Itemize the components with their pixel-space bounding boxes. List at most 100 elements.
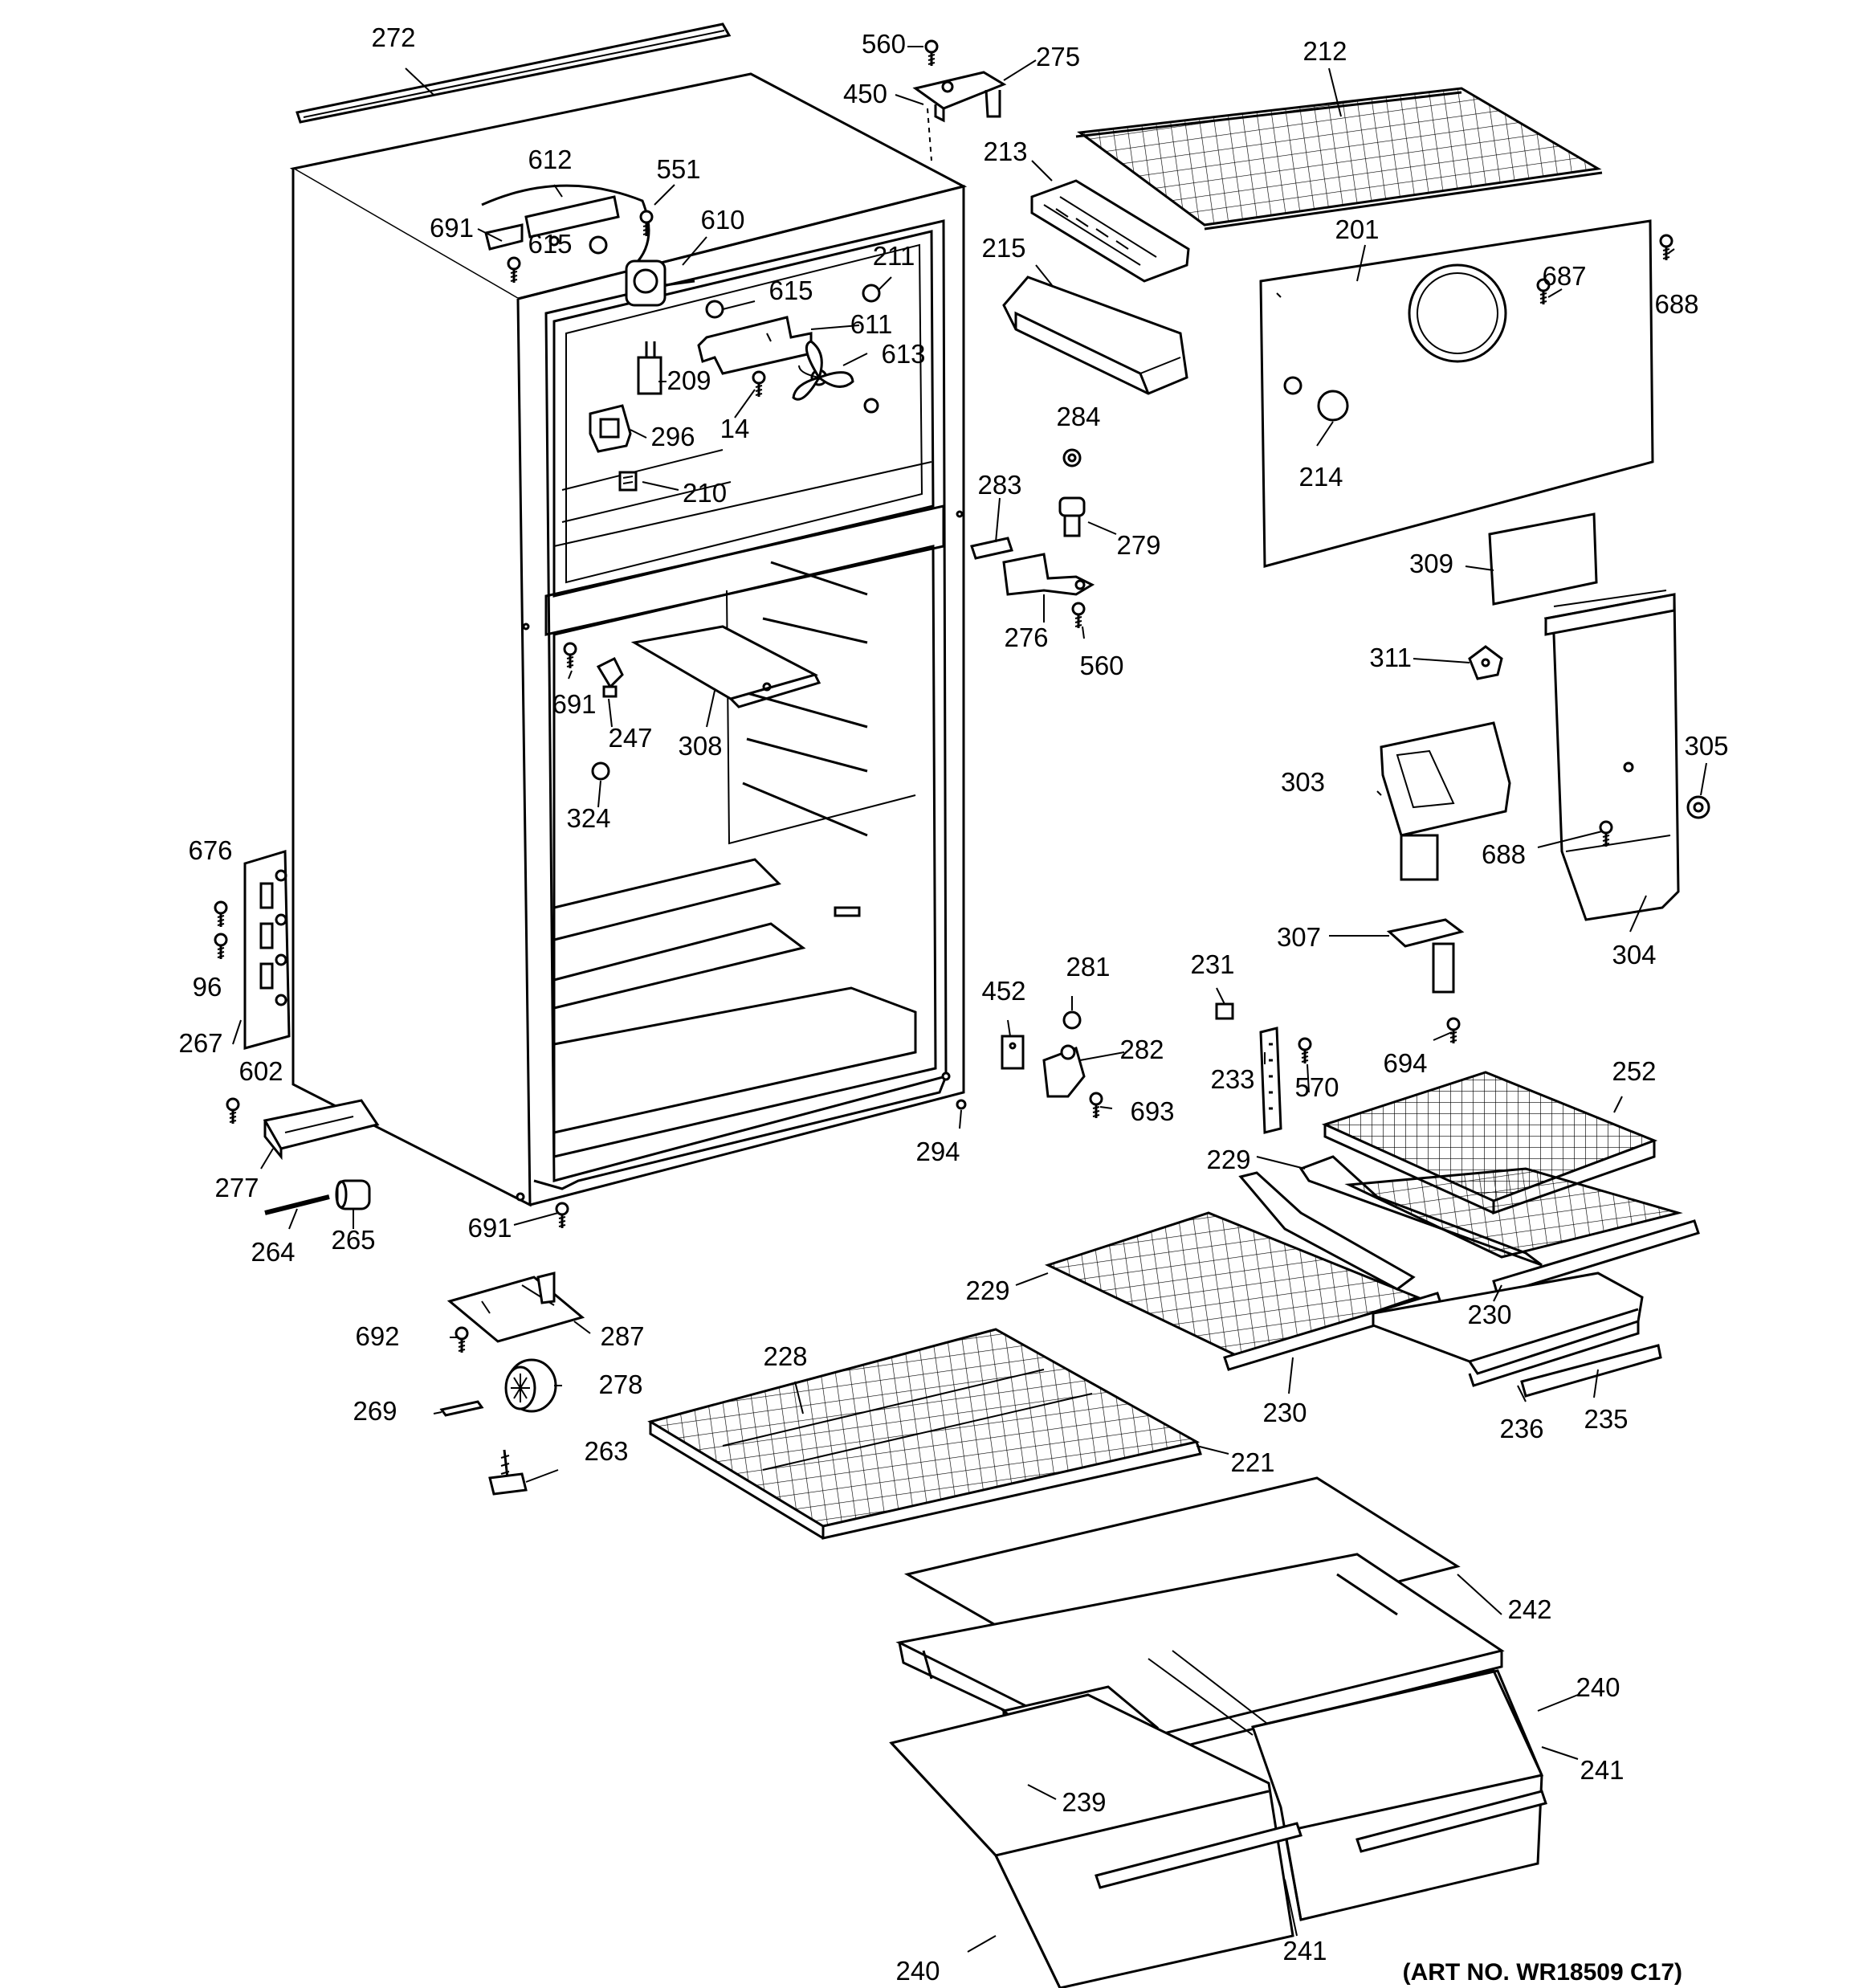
crisper-cover-236 <box>1372 1272 1644 1387</box>
screw-693 <box>1089 1092 1103 1120</box>
plug-294 <box>956 1099 967 1110</box>
air-duct-304 <box>1543 590 1680 921</box>
crisper-drawer-240-right <box>1251 1669 1547 1921</box>
callout-212: 212 <box>1302 36 1347 66</box>
callout-252: 252 <box>1612 1056 1656 1086</box>
light-shield-308 <box>630 625 821 708</box>
refrigerator-cabinet <box>289 22 968 1207</box>
screw-691-bottom <box>555 1202 569 1230</box>
callout-276: 276 <box>1004 623 1048 652</box>
callout-308: 308 <box>678 731 722 761</box>
callout-228: 228 <box>763 1341 807 1371</box>
callout-230-lower: 230 <box>1262 1398 1307 1427</box>
clip-231 <box>1215 1002 1234 1020</box>
callout-610: 610 <box>700 205 744 235</box>
damper-control-307 <box>1386 918 1465 994</box>
callout-240-left: 240 <box>895 1956 940 1986</box>
callout-294: 294 <box>915 1137 960 1166</box>
leveling-leg-263 <box>488 1449 528 1496</box>
shelf-229-left <box>1044 1171 1421 1368</box>
callout-615-mid: 615 <box>768 276 813 305</box>
screw-96 <box>214 933 228 961</box>
callout-691-bottom: 691 <box>467 1213 512 1243</box>
cap-613 <box>863 398 879 414</box>
callout-570: 570 <box>1294 1072 1339 1102</box>
hinge-pin-279 <box>1058 496 1086 537</box>
hinge-282 <box>1042 1044 1086 1098</box>
callout-560-top: 560 <box>862 29 906 59</box>
callout-287: 287 <box>600 1321 644 1351</box>
callout-233: 233 <box>1210 1064 1254 1094</box>
hinge-bracket-267 <box>243 849 291 1050</box>
callout-450: 450 <box>843 79 887 108</box>
hinge-275 <box>912 71 1007 161</box>
ice-bin-215 <box>1002 276 1188 395</box>
axle-264 <box>264 1194 330 1215</box>
callout-692: 692 <box>355 1321 399 1351</box>
callout-277: 277 <box>214 1173 259 1202</box>
knob-305 <box>1686 795 1710 819</box>
callout-296: 296 <box>650 422 695 451</box>
callout-230-upper: 230 <box>1467 1300 1511 1329</box>
callout-611: 611 <box>850 309 893 339</box>
callout-305: 305 <box>1684 731 1728 761</box>
screw-602 <box>226 1097 240 1125</box>
callout-688-top: 688 <box>1654 289 1698 319</box>
callout-279: 279 <box>1116 530 1160 560</box>
fan-motor-610 <box>625 259 695 307</box>
callout-272: 272 <box>371 22 415 52</box>
callout-210: 210 <box>683 478 727 508</box>
callout-303: 303 <box>1281 767 1325 797</box>
rect-309 <box>1488 512 1598 606</box>
callout-229-lower: 229 <box>965 1276 1009 1305</box>
washer-284 <box>1062 448 1082 467</box>
shelf-229-right <box>1298 1155 1683 1267</box>
callout-283: 283 <box>977 470 1021 500</box>
wheel-278 <box>504 1358 557 1413</box>
callout-324: 324 <box>566 803 610 833</box>
callout-452: 452 <box>981 976 1025 1006</box>
freezer-shelf-212 <box>1075 87 1603 231</box>
callout-265: 265 <box>331 1225 375 1255</box>
callout-214: 214 <box>1298 462 1343 492</box>
callout-247: 247 <box>608 723 652 753</box>
hinge-276 <box>1002 553 1095 596</box>
light-bulb-247 <box>596 656 624 698</box>
callout-304: 304 <box>1612 940 1656 970</box>
plug-324 <box>591 761 610 781</box>
callout-211: 211 <box>873 241 915 271</box>
bracket-277 <box>263 1099 380 1161</box>
screw-560 <box>924 39 939 67</box>
bracket-611 <box>697 316 813 375</box>
callout-281: 281 <box>1066 952 1110 982</box>
callout-688-mid: 688 <box>1482 839 1526 869</box>
callout-213: 213 <box>983 137 1027 166</box>
callout-209: 209 <box>667 365 711 395</box>
thermostat-209 <box>637 341 662 395</box>
callout-269: 269 <box>353 1396 397 1426</box>
cold-control-wiring <box>481 184 650 267</box>
callout-691-top: 691 <box>430 213 474 243</box>
callout-612: 612 <box>528 145 572 174</box>
callout-236: 236 <box>1499 1414 1543 1443</box>
callout-691-mid: 691 <box>552 689 596 719</box>
screw-570 <box>1298 1037 1312 1065</box>
callout-551: 551 <box>656 154 700 184</box>
clip-311 <box>1468 645 1503 680</box>
leveler-bracket-287 <box>446 1272 585 1343</box>
callout-242: 242 <box>1507 1594 1551 1624</box>
pin-269 <box>439 1400 484 1417</box>
callout-labels: 272 560 275 450 212 213 612 551 691 615 … <box>178 22 1728 1986</box>
callout-263: 263 <box>584 1436 628 1466</box>
screw-694 <box>1446 1017 1461 1045</box>
shelf-support-233 <box>1259 1027 1282 1134</box>
callout-96: 96 <box>193 972 222 1002</box>
trim-235 <box>1520 1344 1662 1398</box>
art-number: (ART NO. WR18509 C17) <box>1403 1959 1682 1986</box>
callout-694: 694 <box>1383 1048 1427 1078</box>
callout-284: 284 <box>1056 402 1100 431</box>
roller-265 <box>335 1179 371 1210</box>
callout-687: 687 <box>1542 261 1586 291</box>
callout-241-right: 241 <box>1580 1755 1624 1785</box>
